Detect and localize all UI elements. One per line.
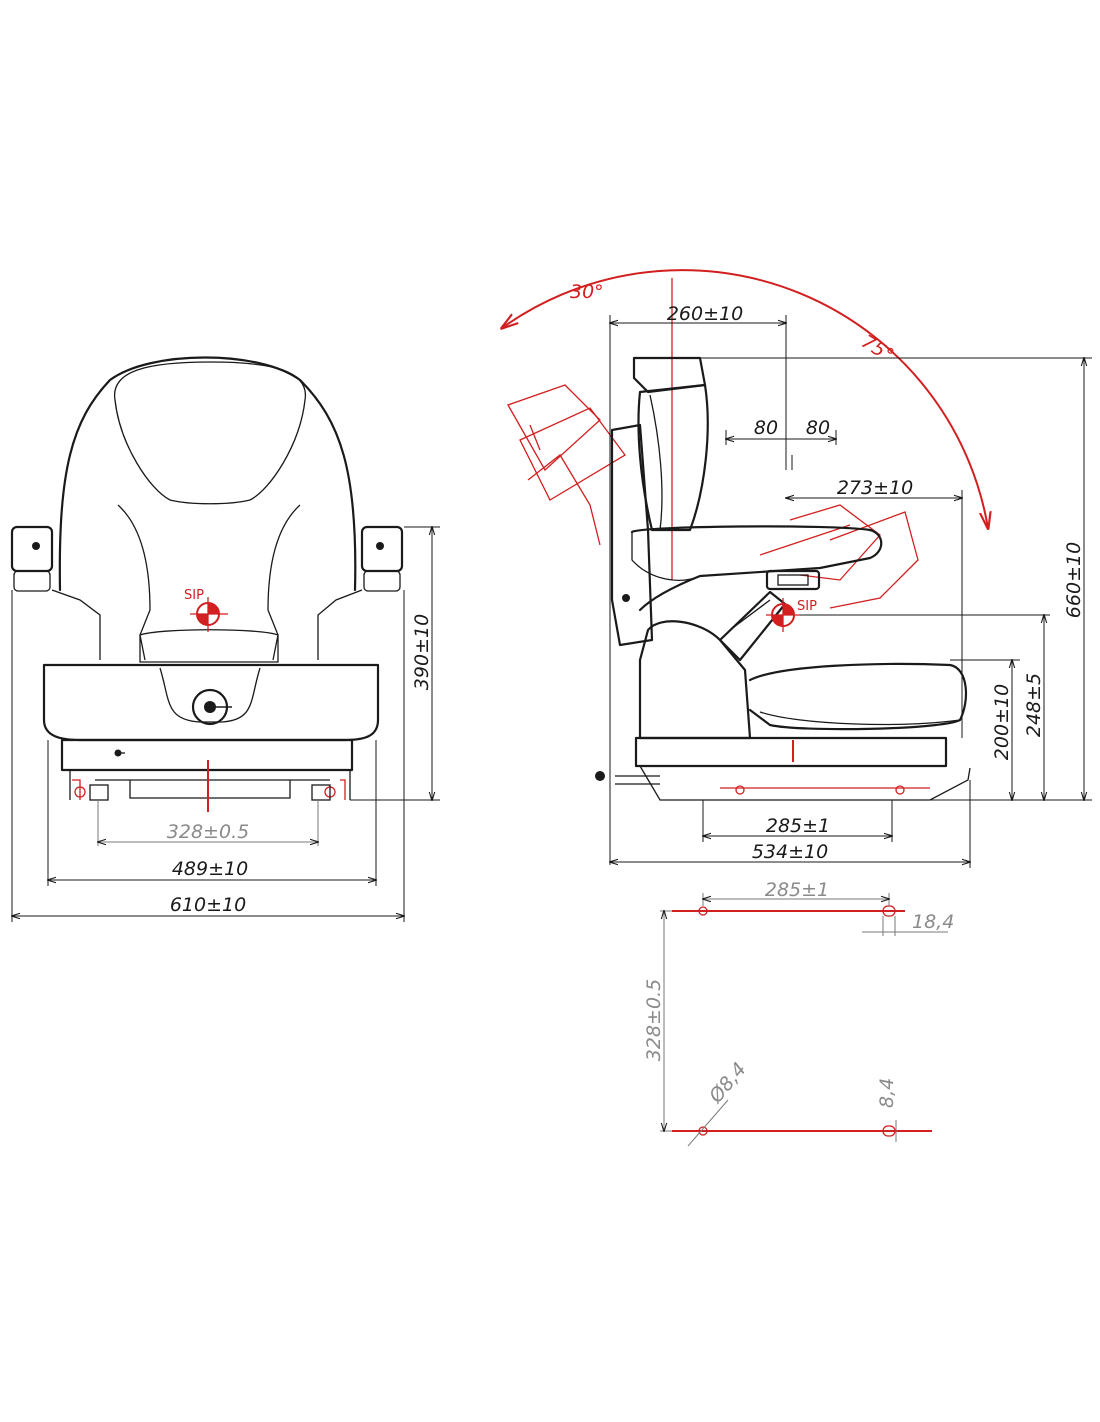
side-dim-sip-to-front: 273±10	[837, 477, 913, 499]
front-sip-label: SIP	[184, 588, 204, 603]
front-backrest-side-left	[117, 504, 151, 661]
front-dim-armrest-height: 390±10	[411, 614, 433, 690]
side-lower-panel	[638, 620, 752, 740]
front-sip-marker-icon	[190, 597, 228, 632]
front-lower-pad	[139, 629, 279, 663]
side-dim-rail-spacing: 285±1	[766, 815, 830, 837]
ghost-backrest-forward	[507, 384, 626, 546]
side-dim-overall-depth: 534±10	[752, 841, 828, 863]
angle-recline-label: 75°	[857, 331, 897, 368]
front-backrest-side-right	[267, 504, 301, 661]
front-dim-mount-width: 328±0.5	[167, 821, 249, 843]
side-sip-label: SIP	[797, 599, 817, 614]
side-seat-cushion-upper	[630, 525, 883, 612]
side-backrest-plate	[610, 423, 654, 647]
angle-forward-label: 30°	[570, 281, 604, 303]
ghost-backrest-reclined	[759, 504, 919, 609]
mount-hole-front-left	[698, 906, 708, 916]
side-dim-overall-height: 660±10	[1063, 542, 1085, 618]
side-seat-cushion-lower	[748, 662, 967, 731]
front-armrest-left	[10, 525, 54, 573]
weight-adjust-knob-icon	[191, 688, 232, 726]
mount-plan: 285±1 18,4 328±0.5 Ø8,4 8,4	[643, 879, 954, 1147]
side-dim-adjust-back: 80	[754, 417, 778, 439]
side-dim-cushion-height: 200±10	[991, 684, 1013, 760]
recline-arc	[502, 269, 988, 528]
mount-hole-rear-left	[698, 1126, 708, 1136]
plan-dim-slot-length: 18,4	[912, 911, 954, 933]
side-backrest	[637, 383, 709, 532]
plan-dim-rail-spacing: 285±1	[765, 879, 829, 901]
front-dim-overall-width: 610±10	[170, 894, 246, 916]
mount-slot-rear-right	[882, 1125, 896, 1137]
side-sip-marker-icon	[766, 598, 800, 632]
front-view: SIP 328±0.5 489±10 610±10 390±10	[10, 356, 440, 922]
side-view: 30° 75°	[502, 269, 1092, 868]
plan-dim-hole-spacing: 328±0.5	[643, 979, 665, 1061]
front-dim-seat-width: 489±10	[172, 858, 248, 880]
side-suspension-base	[634, 736, 948, 768]
side-dim-sip-height: 248±5	[1023, 673, 1045, 737]
front-backrest-outline	[58, 356, 357, 592]
side-dim-backrest-to-sip: 260±10	[667, 303, 743, 325]
seat-belt-buckle	[765, 569, 821, 591]
side-dim-adjust-front: 80	[806, 417, 830, 439]
plan-dim-slot-width: 8,4	[876, 1078, 898, 1108]
front-backrest-top-panel	[114, 361, 306, 505]
